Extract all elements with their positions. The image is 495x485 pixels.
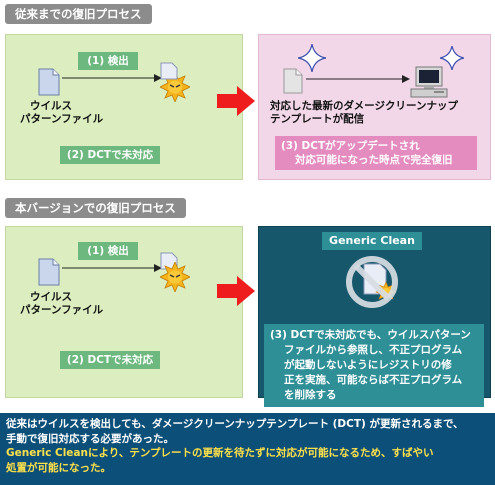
result-line-3: が起動しないようにレジストリの修 bbox=[284, 359, 452, 371]
old-detect-label: (1) 検出 bbox=[78, 52, 138, 70]
restore-text-line1: (3) DCTがアップデートされ bbox=[281, 140, 420, 152]
virus-label-line2: パターンファイル bbox=[20, 304, 104, 316]
footer-line-3-rest: により、テンプレートの更新を待たずに対応が可能になるため、すばやい bbox=[87, 447, 434, 459]
document-icon bbox=[38, 258, 60, 286]
no-entry-icon bbox=[346, 256, 398, 308]
document-icon bbox=[160, 62, 178, 80]
restore-text-line2: 対応可能になった時点で完全復旧 bbox=[295, 154, 453, 166]
arrow-right-icon bbox=[217, 86, 255, 116]
sparkle-icon bbox=[440, 46, 464, 70]
footer-highlight: Generic Clean bbox=[6, 447, 88, 459]
footer-line-1: 従来はウイルスを検出しても、ダメージクリーンナップテンプレート (DCT) が更… bbox=[6, 418, 464, 430]
footer-line-3: Generic Cleanにより、テンプレートの更新を待たずに対応が可能になるた… bbox=[6, 446, 489, 461]
footer-line-4: 処置が可能になった。 bbox=[6, 461, 111, 474]
new-detect-label: (1) 検出 bbox=[78, 242, 138, 260]
new-unsupported-label: (2) DCTで未対応 bbox=[60, 351, 160, 369]
virus-label-line2: パターンファイル bbox=[20, 113, 104, 125]
virus-icon bbox=[160, 262, 190, 292]
template-text-line2: テンプレートが配信 bbox=[270, 113, 365, 125]
generic-clean-label: Generic Clean bbox=[322, 232, 422, 250]
template-text-line1: 対応した最新のダメージクリーンナップ bbox=[270, 100, 458, 112]
result-line-1: (3) DCTで未対応でも、ウイルスパターン bbox=[270, 329, 471, 341]
deliver-arrow bbox=[306, 75, 410, 83]
result-line-5: を削除する bbox=[284, 389, 337, 401]
footer-line-2: 手動で復旧対応する必要があった。 bbox=[6, 432, 174, 445]
document-icon bbox=[160, 252, 178, 270]
computer-icon bbox=[410, 66, 448, 98]
new-process-title: 本バージョンでの復旧プロセス bbox=[5, 198, 186, 218]
new-detection-panel bbox=[5, 226, 243, 398]
sparkle-icon bbox=[298, 44, 326, 72]
document-icon bbox=[283, 68, 303, 94]
old-unsupported-label: (2) DCTで未対応 bbox=[60, 146, 160, 164]
summary-footer: 従来はウイルスを検出しても、ダメージクリーンナップテンプレート (DCT) が更… bbox=[0, 413, 495, 485]
document-icon bbox=[38, 68, 60, 96]
old-restore-label: (3) DCTがアップデートされ 対応可能になった時点で完全復旧 bbox=[275, 136, 477, 170]
arrow-right-icon bbox=[217, 276, 255, 306]
old-process-title: 従来までの復旧プロセス bbox=[5, 4, 152, 24]
generic-clean-result: (3) DCTで未対応でも、ウイルスパターン ファイルから参照し、不正プログラム… bbox=[264, 324, 484, 407]
result-line-4: 正を実施、可能ならば不正プログラム bbox=[284, 374, 463, 386]
virus-label-line1: ウイルス bbox=[30, 291, 72, 303]
detect-arrow bbox=[62, 74, 162, 82]
detect-arrow bbox=[62, 264, 162, 272]
result-line-2: ファイルから参照し、不正プログラム bbox=[284, 344, 463, 356]
virus-label-line1: ウイルス bbox=[30, 100, 72, 112]
